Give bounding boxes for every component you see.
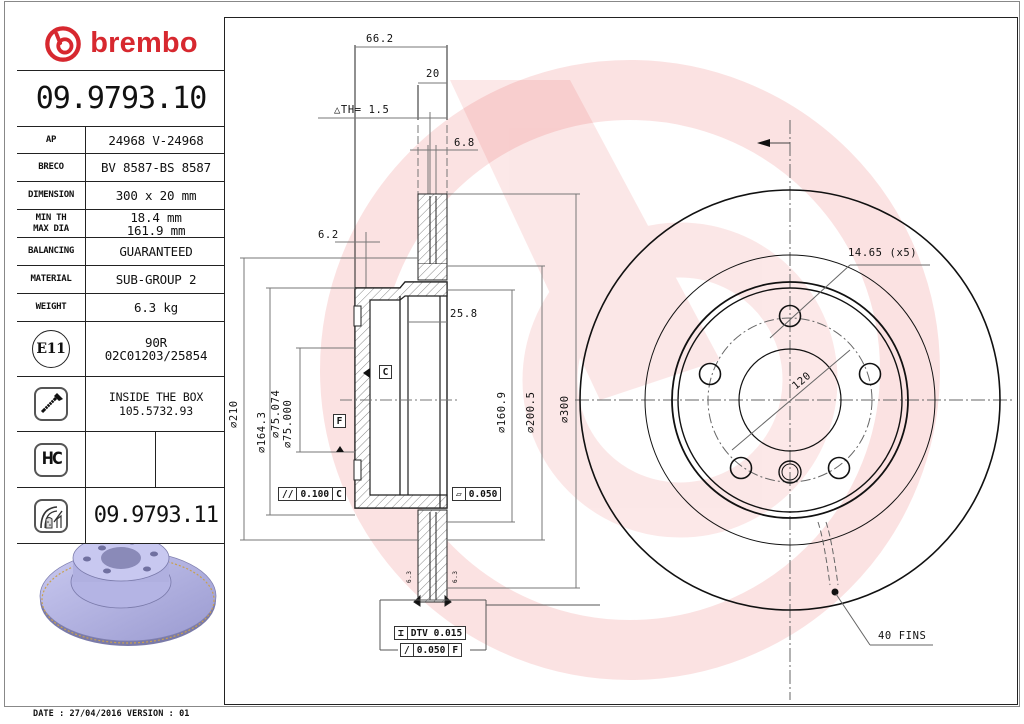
spec-row-material: MATERIAL SUB-GROUP 2 <box>17 266 225 294</box>
spec-row-ap: AP 24968 V-24968 <box>17 127 225 154</box>
spec-row-balancing: BALANCING GUARANTEED <box>17 238 225 266</box>
spec-value: BV 8587-BS 8587 <box>101 160 211 175</box>
spec-label: MIN TH MAX DIA <box>17 210 86 237</box>
dim-delta-th: △TH= 1.5 <box>334 104 390 116</box>
part-number: 09.9793.10 <box>17 71 225 127</box>
spec-label: BALANCING <box>17 238 86 265</box>
hc-empty-cell <box>87 432 156 487</box>
dim-d200-5: ⌀200.5 <box>525 391 537 433</box>
approval-line2: 02C01203/25854 <box>104 348 208 363</box>
surface-finish-right: 6.3 <box>452 570 459 583</box>
spec-row-weight: WEIGHT 6.3 kg <box>17 294 225 322</box>
screw-icon <box>34 387 68 421</box>
spec-label: DIMENSION <box>17 182 86 209</box>
spec-row-dimension: DIMENSION 300 x 20 mm <box>17 182 225 210</box>
hc-icon: HC <box>34 442 68 477</box>
bolt-hole-dim: 14.65 (x5) <box>848 247 918 259</box>
hardware-line1: INSIDE THE BOX <box>108 390 204 404</box>
coated-disc-icon <box>34 498 68 533</box>
dim-d300: ⌀300 <box>559 395 571 423</box>
title-block: brembo 09.9793.10 AP 24968 V-24968 BRECO… <box>17 17 225 705</box>
dim-d75-000: ⌀75.000 <box>282 399 294 448</box>
tolerance-runout: / 0.050 F <box>400 643 463 657</box>
spec-label: MATERIAL <box>17 266 86 293</box>
disc-render-image <box>17 544 225 705</box>
spec-row-minth-maxdia: MIN TH MAX DIA 18.4 mm 161.9 mm <box>17 210 225 238</box>
fins-count: 40 FINS <box>878 630 927 642</box>
spec-value: SUB-GROUP 2 <box>115 272 197 287</box>
tolerance-dtv: ⌶ DTV 0.015 <box>394 626 467 640</box>
datum-f: F <box>333 414 346 428</box>
dim-thickness: 20 <box>426 68 440 80</box>
spec-label: WEIGHT <box>17 294 86 321</box>
hardware-row: INSIDE THE BOX 105.5732.93 <box>17 377 225 432</box>
approval-row: E11 90R 02C01203/25854 <box>17 322 225 377</box>
drawing-canvas <box>240 45 1012 700</box>
alt-part-row: 09.9793.11 <box>17 488 225 544</box>
spec-value: GUARANTEED <box>119 244 193 259</box>
brembo-logo-icon <box>45 25 82 62</box>
spec-value: 24968 V-24968 <box>108 132 204 148</box>
technical-drawing: 66.2 20 △TH= 1.5 6.8 6.2 25.8 ⌀210 ⌀164.… <box>226 18 1017 704</box>
dim-d210: ⌀210 <box>228 400 240 428</box>
spec-label: AP <box>17 127 86 153</box>
date-version-footer: DATE : 27/04/2016 VERSION : 01 <box>33 709 190 719</box>
brake-disc-3d-icon <box>39 544 217 646</box>
dim-d164-3: ⌀164.3 <box>256 411 268 453</box>
hardware-part: 105.5732.93 <box>119 404 193 418</box>
tolerance-parallel: // 0.100 C <box>278 487 346 501</box>
spec-label: BRECO <box>17 154 86 181</box>
dim-d160-9: ⌀160.9 <box>496 391 508 433</box>
dim-d75-074: ⌀75.074 <box>270 389 282 438</box>
spec-value: 18.4 mm 161.9 mm <box>126 209 186 238</box>
dim-hat-depth: 25.8 <box>450 308 478 320</box>
approval-line1: 90R <box>145 335 167 350</box>
dim-overall-height: 66.2 <box>366 33 394 45</box>
tolerance-flatness: ▱ 0.050 <box>452 487 502 501</box>
brand-logo: brembo <box>17 17 225 71</box>
outer-frame <box>4 1 1020 707</box>
dim-vane-gap: 6.8 <box>454 137 475 149</box>
spec-value: 300 x 20 mm <box>115 188 197 203</box>
spec-value: 6.3 kg <box>134 300 178 315</box>
brand-name: brembo <box>90 27 198 59</box>
brembo-watermark-icon <box>320 60 940 680</box>
dim-hat-wall: 6.2 <box>318 229 339 241</box>
hc-row: HC <box>17 432 225 488</box>
datum-c: C <box>379 365 392 379</box>
spec-row-breco: BRECO BV 8587-BS 8587 <box>17 154 225 182</box>
alt-part-number: 09.9793.11 <box>93 503 219 528</box>
surface-finish-left: 6.3 <box>406 570 413 583</box>
e11-approval-badge: E11 <box>32 330 70 368</box>
